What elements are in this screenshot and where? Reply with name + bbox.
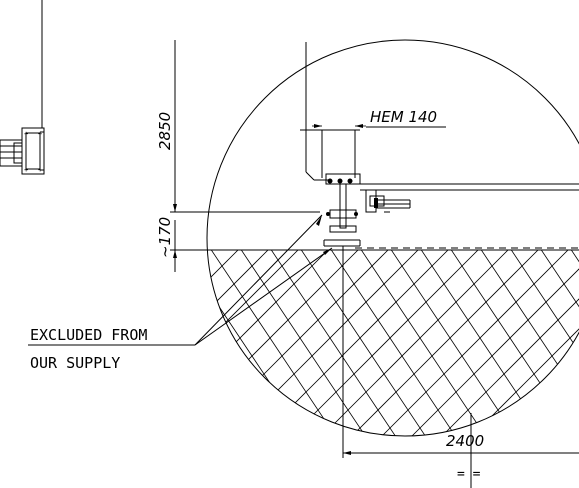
- svg-text:+: +: [38, 166, 42, 174]
- hatch-line: [329, 250, 571, 436]
- hatch-line: [0, 248, 30, 488]
- hatch-line: [207, 250, 271, 436]
- svg-text:+: +: [38, 130, 42, 138]
- hatch-line: [299, 250, 461, 436]
- note-line1: EXCLUDED FROM: [30, 326, 147, 344]
- hatch-line: [207, 250, 341, 436]
- hatch-line: [449, 250, 579, 436]
- hatch-line: [207, 250, 311, 436]
- dimension-170: ~170: [156, 217, 322, 272]
- hatch-line: [299, 250, 541, 436]
- hatch-line: [239, 250, 401, 436]
- hatch-line: [539, 250, 579, 436]
- hatch-line: [569, 250, 579, 436]
- hatch-line: [269, 250, 431, 436]
- excluded-note: EXCLUDED FROM OUR SUPPLY: [28, 326, 195, 372]
- hatch-line: [207, 250, 421, 436]
- hatch-line: [207, 250, 301, 436]
- hatch-line: [209, 250, 451, 436]
- excluded-leaders: [194, 214, 333, 346]
- hatch-line: [269, 250, 511, 436]
- hatch-line: [0, 248, 10, 488]
- hatch-line: [419, 250, 579, 436]
- detail-circle: [206, 39, 579, 437]
- dimension-2850-text: 2850: [156, 112, 174, 150]
- svg-text:+: +: [24, 166, 28, 174]
- dimension-2400-text: 2400: [446, 432, 484, 450]
- svg-text:+: +: [24, 130, 28, 138]
- hatch-line: [539, 250, 579, 436]
- note-line2: OUR SUPPLY: [30, 354, 120, 372]
- hatch-line: [569, 250, 579, 436]
- hatch-line: [389, 250, 579, 436]
- partial-detail-view: + + + +: [0, 0, 45, 175]
- hatch-line: [329, 250, 491, 436]
- hatch-line: [207, 250, 391, 436]
- dimension-2400: 2400 = =: [342, 246, 579, 488]
- beam-label: HEM 140: [370, 108, 437, 126]
- equal-marks: = =: [457, 467, 481, 482]
- hatch-line: [359, 250, 521, 436]
- beam-label-group: HEM 140: [312, 108, 446, 128]
- hatch-line: [389, 250, 551, 436]
- dimension-2850: 2850: [156, 40, 320, 213]
- side-bracket: [360, 183, 579, 213]
- hem-beam-section: [323, 173, 361, 247]
- hatch-line: [509, 250, 579, 436]
- hatch-line: [359, 250, 579, 436]
- dimension-170-text: ~170: [156, 217, 174, 258]
- hatch-line: [419, 250, 579, 436]
- hatch-line: [449, 250, 579, 436]
- hatch-line: [209, 250, 371, 436]
- hatch-line: [239, 250, 481, 436]
- column-profile: [300, 42, 360, 181]
- hatch-line: [509, 250, 579, 436]
